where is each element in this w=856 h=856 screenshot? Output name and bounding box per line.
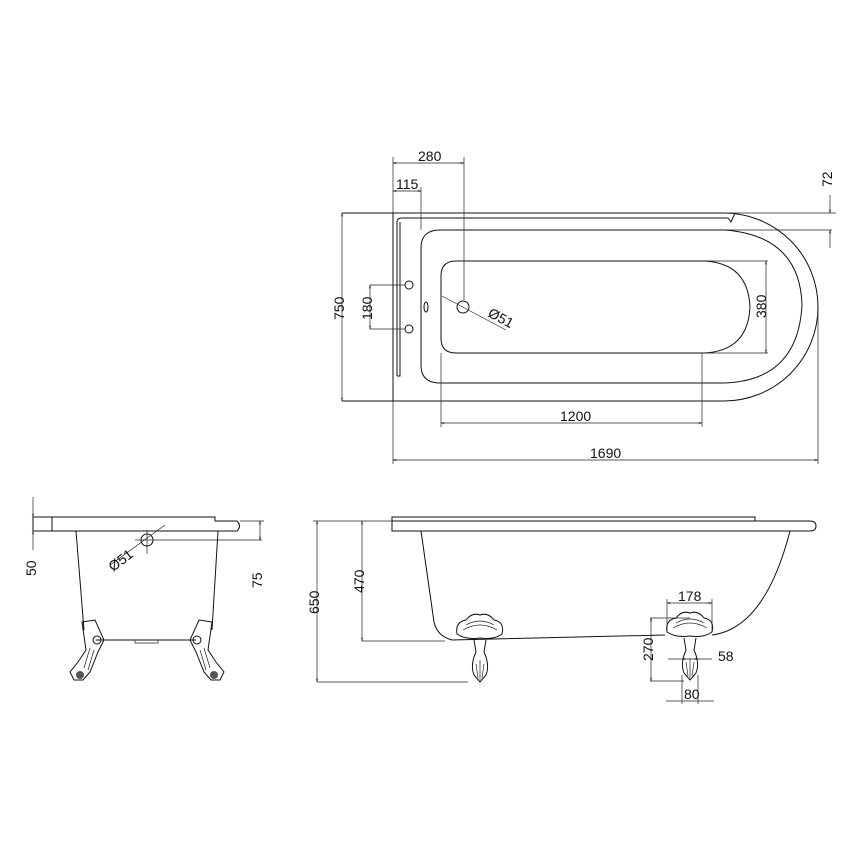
outer-rim-outline xyxy=(342,212,819,402)
claw-foot-right-icon xyxy=(666,611,714,681)
waste-diameter-leader xyxy=(441,295,507,331)
overflow-hole xyxy=(423,301,429,313)
dim-tap-spacing: 180 xyxy=(359,296,375,320)
dim-overall-width: 750 xyxy=(331,296,347,320)
tub-base-outline xyxy=(440,260,751,354)
dim-base-length: 1200 xyxy=(560,408,591,424)
end-view: Ø51 50 75 xyxy=(23,497,265,681)
dim-overflow-depth: 75 xyxy=(249,572,265,588)
rim-step xyxy=(397,222,401,377)
inner-tub-outline xyxy=(420,229,803,384)
tap-hole-upper xyxy=(404,280,414,290)
dim-overall-height: 650 xyxy=(306,590,322,614)
dim-bath-depth: 470 xyxy=(351,569,367,593)
end-rim xyxy=(32,516,240,532)
dim-waste-offset: 280 xyxy=(418,148,442,164)
tap-hole-lower xyxy=(404,324,414,334)
claw-foot-left-icon xyxy=(69,619,105,681)
dim-base-width: 380 xyxy=(753,294,769,318)
dim-foot-neck: 58 xyxy=(718,648,734,664)
claw-foot-right-icon xyxy=(189,619,225,681)
dim-overall-length: 1690 xyxy=(590,445,621,461)
side-rim xyxy=(391,520,817,532)
claw-foot-left-icon xyxy=(456,613,504,683)
side-body xyxy=(420,530,791,641)
dim-foot-width: 178 xyxy=(678,588,702,604)
side-rim-top xyxy=(391,516,756,522)
plan-view: Ø51 280 115 180 750 380 1200 1690 72 xyxy=(331,148,836,464)
waste-diameter-leader xyxy=(109,524,166,566)
dim-end-waste-diameter: Ø51 xyxy=(105,546,136,575)
waste-hole xyxy=(456,300,470,314)
end-base-plate xyxy=(134,640,159,644)
dim-foot-height: 270 xyxy=(640,637,656,661)
dim-rim-offset: 115 xyxy=(396,176,419,192)
end-body xyxy=(75,530,219,641)
rim-inner-line xyxy=(396,212,736,376)
dim-rim-width: 72 xyxy=(819,171,835,187)
dim-rim-height: 50 xyxy=(23,560,39,576)
dim-foot-base: 80 xyxy=(684,686,700,702)
side-view: 650 470 178 270 58 80 xyxy=(306,516,817,704)
